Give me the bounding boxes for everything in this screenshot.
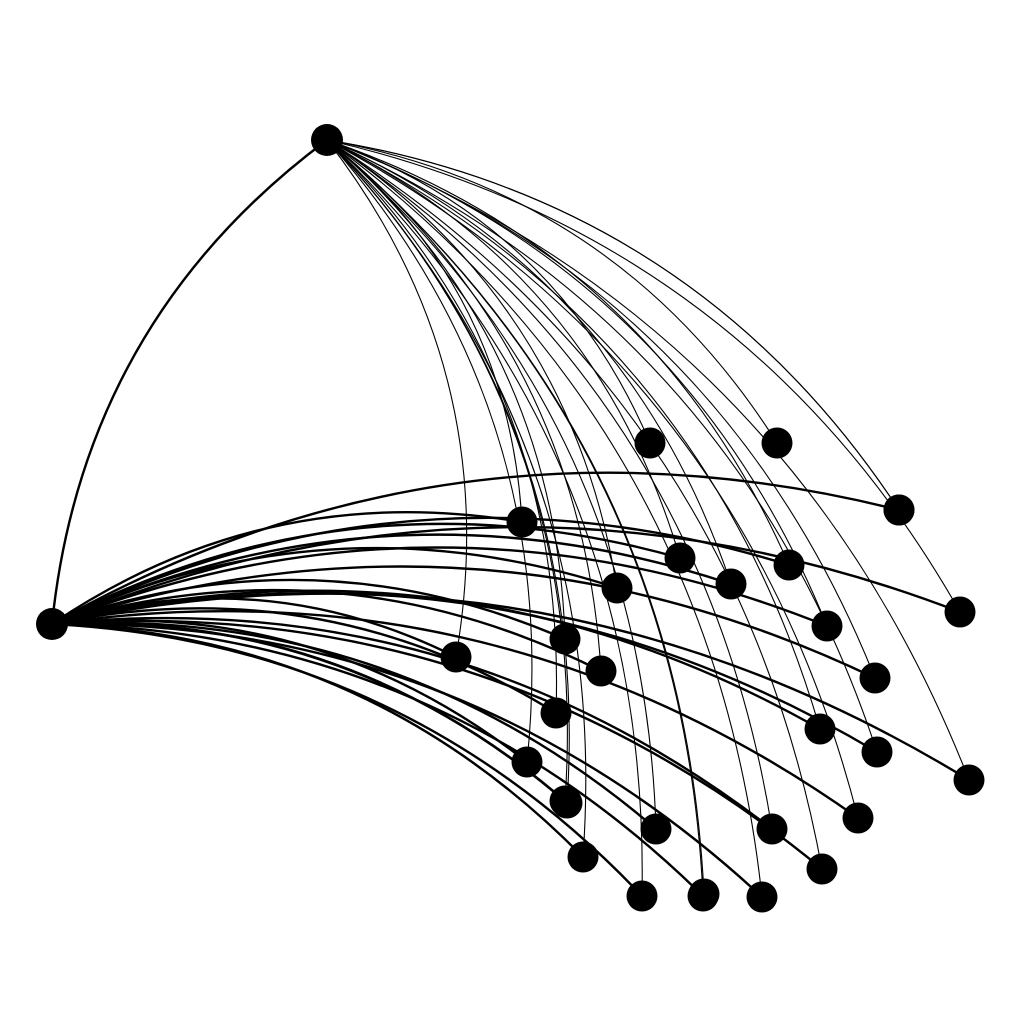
edge-hub-b-n10 — [51, 546, 828, 628]
edge-hub-a-n23 — [326, 139, 773, 830]
edge-hub-a-n18 — [326, 139, 533, 763]
node-n16[interactable] — [804, 713, 836, 745]
node-n6[interactable] — [773, 549, 805, 581]
node-n3[interactable] — [506, 506, 538, 538]
edge-hub-b-n28 — [51, 622, 763, 898]
node-hub-a[interactable] — [311, 124, 343, 156]
node-n30[interactable] — [688, 878, 720, 910]
node-n31[interactable] — [883, 494, 915, 526]
edge-hub-a-n19 — [326, 139, 970, 781]
edge-hub-b-n4 — [51, 471, 900, 626]
node-n1[interactable] — [634, 427, 666, 459]
edge-hub-a-n31 — [326, 139, 900, 511]
edge-hub-a-n11 — [326, 139, 566, 640]
node-layer — [36, 124, 985, 913]
edge-hub-b-n21 — [51, 610, 859, 819]
node-n25[interactable] — [806, 853, 838, 885]
node-n10[interactable] — [811, 610, 843, 642]
node-n19[interactable] — [953, 764, 985, 796]
node-hub-b[interactable] — [36, 608, 68, 640]
edge-hub-a-hub-b — [50, 139, 328, 625]
edge-hub-a-n2 — [326, 139, 778, 444]
edge-hub-b-n3 — [51, 510, 523, 625]
edge-hub-a-n30 — [326, 139, 705, 895]
node-n5[interactable] — [664, 542, 696, 574]
edge-hub-b-n11 — [51, 578, 566, 641]
edge-hub-a-n7 — [326, 139, 618, 589]
edge-layer — [50, 139, 970, 898]
node-n18[interactable] — [511, 746, 543, 778]
node-n22[interactable] — [640, 813, 672, 845]
edge-hub-b-n9 — [51, 525, 961, 626]
edge-hub-a-n28 — [326, 139, 763, 898]
edge-hub-b-n25 — [51, 619, 823, 870]
edge-hub-a-n9 — [326, 139, 961, 613]
edge-hub-b-n8 — [51, 533, 732, 626]
node-n8[interactable] — [715, 568, 747, 600]
node-n23[interactable] — [756, 813, 788, 845]
edge-hub-a-n8 — [326, 139, 732, 585]
node-n15[interactable] — [540, 697, 572, 729]
edge-hub-b-n14 — [51, 565, 876, 680]
edge-hub-a-n4 — [326, 139, 900, 511]
node-n17[interactable] — [861, 736, 893, 768]
edge-hub-b-n15 — [51, 607, 557, 715]
edge-hub-b-n26 — [51, 622, 643, 897]
node-n9[interactable] — [944, 596, 976, 628]
edge-hub-b-n22 — [51, 621, 657, 830]
node-n7[interactable] — [601, 572, 633, 604]
edge-hub-b-n23 — [51, 616, 773, 830]
edge-hub-a-n21 — [326, 139, 859, 819]
node-n13[interactable] — [585, 655, 617, 687]
node-n2[interactable] — [761, 427, 793, 459]
node-n21[interactable] — [842, 802, 874, 834]
edge-hub-a-n26 — [326, 139, 643, 897]
node-n14[interactable] — [859, 662, 891, 694]
edge-hub-b-n29 — [51, 621, 566, 802]
edge-hub-b-n5 — [51, 522, 681, 626]
edge-hub-a-n6 — [326, 139, 790, 566]
edge-hub-b-n19 — [51, 592, 970, 782]
edge-hub-a-n29 — [326, 139, 568, 802]
edge-hub-a-n22 — [326, 139, 657, 830]
node-n26[interactable] — [626, 880, 658, 912]
edge-hub-a-n25 — [326, 139, 823, 870]
edge-hub-a-n12 — [326, 139, 468, 658]
edge-hub-a-n16 — [326, 139, 821, 730]
node-n28[interactable] — [746, 881, 778, 913]
node-n29[interactable] — [549, 785, 581, 817]
node-n11[interactable] — [549, 623, 581, 655]
edge-hub-a-n5 — [326, 139, 681, 559]
node-n12[interactable] — [440, 641, 472, 673]
node-n24[interactable] — [567, 841, 599, 873]
